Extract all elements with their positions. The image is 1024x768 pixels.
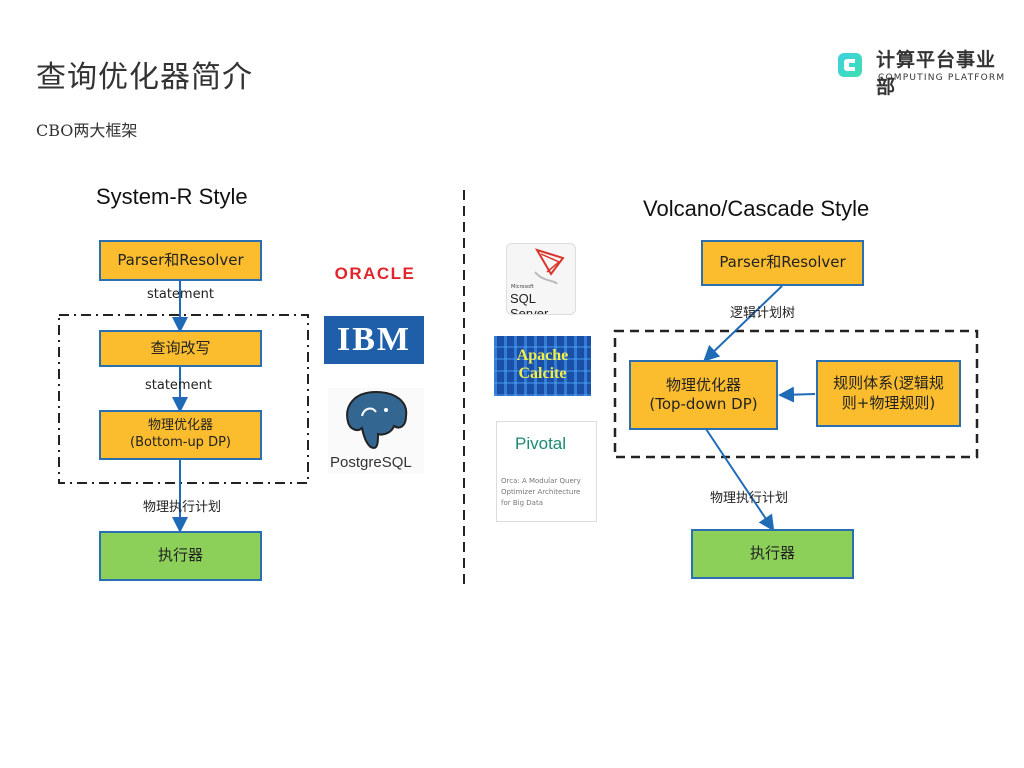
brand-name-cn: 计算平台事业部 bbox=[876, 49, 997, 98]
system-r-parser-label: Parser和Resolver bbox=[117, 250, 244, 269]
chip-c-logo-icon bbox=[834, 49, 866, 81]
query-rewrite-box: 查询改写 bbox=[99, 330, 262, 367]
top-down-optimizer-line1: 物理优化器 bbox=[665, 375, 741, 394]
pivotal-text: Pivotal bbox=[515, 434, 567, 453]
volcano-optimizer-frame bbox=[613, 329, 979, 459]
system-r-parser-box: Parser和Resolver bbox=[99, 240, 262, 281]
top-down-optimizer-line2: (Top-down DP) bbox=[649, 395, 758, 413]
arrow-optimizer-to-executor-right bbox=[705, 428, 775, 532]
slide-subtitle: CBO两大框架 bbox=[36, 121, 138, 140]
sqlserver-text: SQL Server bbox=[510, 291, 549, 315]
elephant-icon bbox=[346, 390, 408, 450]
bottom-up-optimizer-line1: 物理优化器 bbox=[147, 418, 213, 434]
orca-line1: Orca: A Modular Query bbox=[501, 477, 581, 485]
top-down-optimizer-box: 物理优化器 (Top-down DP) bbox=[629, 360, 778, 430]
ibm-logo: IBM bbox=[324, 316, 424, 364]
system-r-executor-label: 执行器 bbox=[157, 546, 203, 565]
edge-label-physical-plan-right: 物理执行计划 bbox=[710, 491, 789, 506]
system-r-heading: System-R Style bbox=[96, 184, 248, 209]
edge-label-logical-tree: 逻辑计划树 bbox=[730, 306, 796, 321]
rule-system-line1: 规则体系(逻辑规 bbox=[833, 374, 944, 392]
sqlserver-logo: Microsoft SQL Server bbox=[506, 243, 576, 315]
oracle-logo: ORACLE bbox=[334, 264, 416, 283]
bottom-up-optimizer-box: 物理优化器 (Bottom-up DP) bbox=[99, 410, 262, 460]
sqlserver-swirl-icon bbox=[534, 248, 565, 285]
slide-title: 查询优化器简介 bbox=[36, 60, 253, 95]
postgresql-logo: PostgreSQL bbox=[328, 388, 424, 474]
system-r-optimizer-frame bbox=[58, 314, 309, 484]
sqlserver-microsoft-text: Microsoft bbox=[511, 284, 534, 290]
query-rewrite-label: 查询改写 bbox=[150, 338, 211, 357]
orca-line2: Optimizer Architecture bbox=[501, 488, 581, 496]
orca-line3: for Big Data bbox=[501, 499, 543, 507]
brand-name-en: COMPUTING PLATFORM bbox=[878, 73, 1006, 83]
volcano-parser-box: Parser和Resolver bbox=[701, 240, 864, 286]
system-r-executor-box: 执行器 bbox=[99, 531, 262, 581]
volcano-executor-label: 执行器 bbox=[749, 544, 795, 563]
calcite-line2: Calcite bbox=[518, 365, 567, 382]
bottom-up-optimizer-line2: (Bottom-up DP) bbox=[130, 435, 231, 450]
arrow-parser-to-optimizer bbox=[703, 285, 783, 362]
volcano-heading: Volcano/Cascade Style bbox=[643, 196, 870, 221]
ibm-logo-text: IBM bbox=[337, 321, 411, 358]
calcite-line1: Apache bbox=[516, 347, 569, 364]
volcano-executor-box: 执行器 bbox=[691, 529, 854, 579]
rule-system-line2: 则+物理规则) bbox=[841, 393, 936, 412]
pivotal-orca-logo: Pivotal Orca: A Modular Query Optimizer … bbox=[496, 421, 597, 522]
brand-logo: 计算平台事业部 COMPUTING PLATFORM bbox=[832, 45, 1012, 98]
postgresql-logo-text: PostgreSQL bbox=[330, 454, 412, 471]
arrow-rules-to-optimizer bbox=[778, 386, 816, 403]
edge-label-physical-plan-left: 物理执行计划 bbox=[143, 500, 222, 515]
volcano-parser-label: Parser和Resolver bbox=[719, 253, 846, 272]
apache-calcite-logo: Apache Calcite bbox=[494, 336, 591, 396]
edge-label-statement-2: statement bbox=[145, 378, 212, 393]
rule-system-box: 规则体系(逻辑规 则+物理规则) bbox=[816, 360, 961, 427]
edge-label-statement-1: statement bbox=[147, 287, 214, 302]
